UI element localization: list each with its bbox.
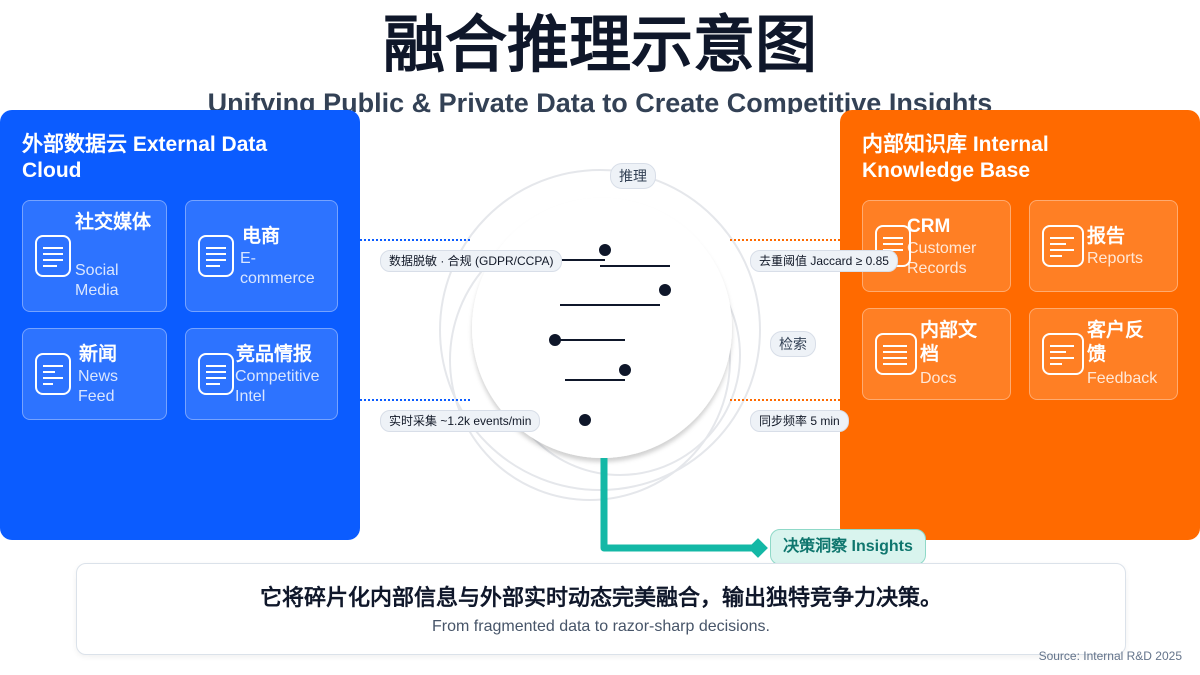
external-panel-title: 外部数据云 External Data Cloud: [22, 133, 268, 182]
tag-compliance: 数据脱敏 · 合规 (GDPR/CCPA): [380, 250, 563, 272]
tag-dedup-threshold: 去重阈值 Jaccard ≥ 0.85: [750, 250, 898, 272]
summary-zh: 它将碎片化内部信息与外部实时动态完美融合，输出独特竞争力决策。: [259, 585, 942, 611]
reasoning-label: 推理: [610, 163, 656, 189]
page-subtitle: Unifying Public & Private Data to Create…: [207, 88, 993, 114]
card-subtitle: Docs: [920, 370, 957, 387]
report-icon: [1042, 225, 1084, 267]
internal-panel-title: 内部知识库 Internal Knowledge Base: [862, 133, 1049, 182]
card-title: 内部文档: [920, 320, 978, 365]
card-competitive-intel: 竞品情报 Competitive Intel: [185, 328, 338, 420]
summary-en: From fragmented data to razor-sharp deci…: [432, 618, 770, 635]
insight-diamond: [748, 538, 768, 558]
feed-icon: [35, 353, 71, 395]
card-title: 竞品情报: [236, 344, 313, 365]
document-icon: [875, 333, 917, 375]
page-title: 融合推理示意图: [382, 8, 817, 81]
card-news-feed: 新闻 News Feed: [22, 328, 167, 420]
card-subtitle: Customer Records: [907, 240, 977, 277]
document-icon: [198, 353, 234, 395]
card-feedback: 客户反馈 Feedback: [1029, 308, 1178, 400]
tag-sync-frequency: 同步频率 5 min: [750, 410, 849, 432]
card-reports: 报告 Reports: [1029, 200, 1178, 292]
card-title: CRM: [907, 216, 951, 237]
reasoning-nodes: [549, 244, 671, 426]
card-social-media: 社交媒体 Social Media: [22, 200, 167, 312]
card-subtitle: Competitive Intel: [235, 368, 320, 405]
card-subtitle: Feedback: [1087, 370, 1158, 387]
card-subtitle: Social Media: [75, 262, 119, 299]
summary-box: 它将碎片化内部信息与外部实时动态完美融合，输出独特竞争力决策。 From fra…: [76, 563, 1126, 655]
document-icon: [35, 235, 71, 277]
insight-badge: 决策洞察 Insights: [770, 529, 926, 565]
insight-path: [600, 458, 758, 552]
card-title: 电商: [242, 226, 281, 247]
card-ecommerce: 电商 E-commerce: [185, 200, 338, 312]
external-data-panel: 外部数据云 External Data Cloud 社交媒体 Social Me…: [0, 110, 360, 540]
card-crm: CRM Customer Records: [862, 200, 1011, 292]
card-title: 报告: [1087, 226, 1126, 247]
card-subtitle: E-commerce: [240, 250, 315, 287]
tag-realtime-ingest: 实时采集 ~1.2k events/min: [380, 410, 541, 432]
internal-knowledge-panel: 内部知识库 Internal Knowledge Base CRM Custom…: [840, 110, 1200, 540]
card-docs: 内部文档 Docs: [862, 308, 1011, 400]
card-title: 新闻: [79, 344, 118, 365]
orbit-ring: [439, 169, 761, 491]
card-title: 客户反馈: [1087, 320, 1145, 365]
feedback-icon: [1042, 333, 1084, 375]
document-icon: [198, 235, 234, 277]
source-note: Source: Internal R&D 2025: [1038, 649, 1182, 663]
card-subtitle: Reports: [1087, 250, 1144, 267]
card-subtitle: News Feed: [78, 368, 119, 405]
retrieval-label: 检索: [770, 331, 816, 357]
card-title: 社交媒体: [75, 212, 152, 233]
